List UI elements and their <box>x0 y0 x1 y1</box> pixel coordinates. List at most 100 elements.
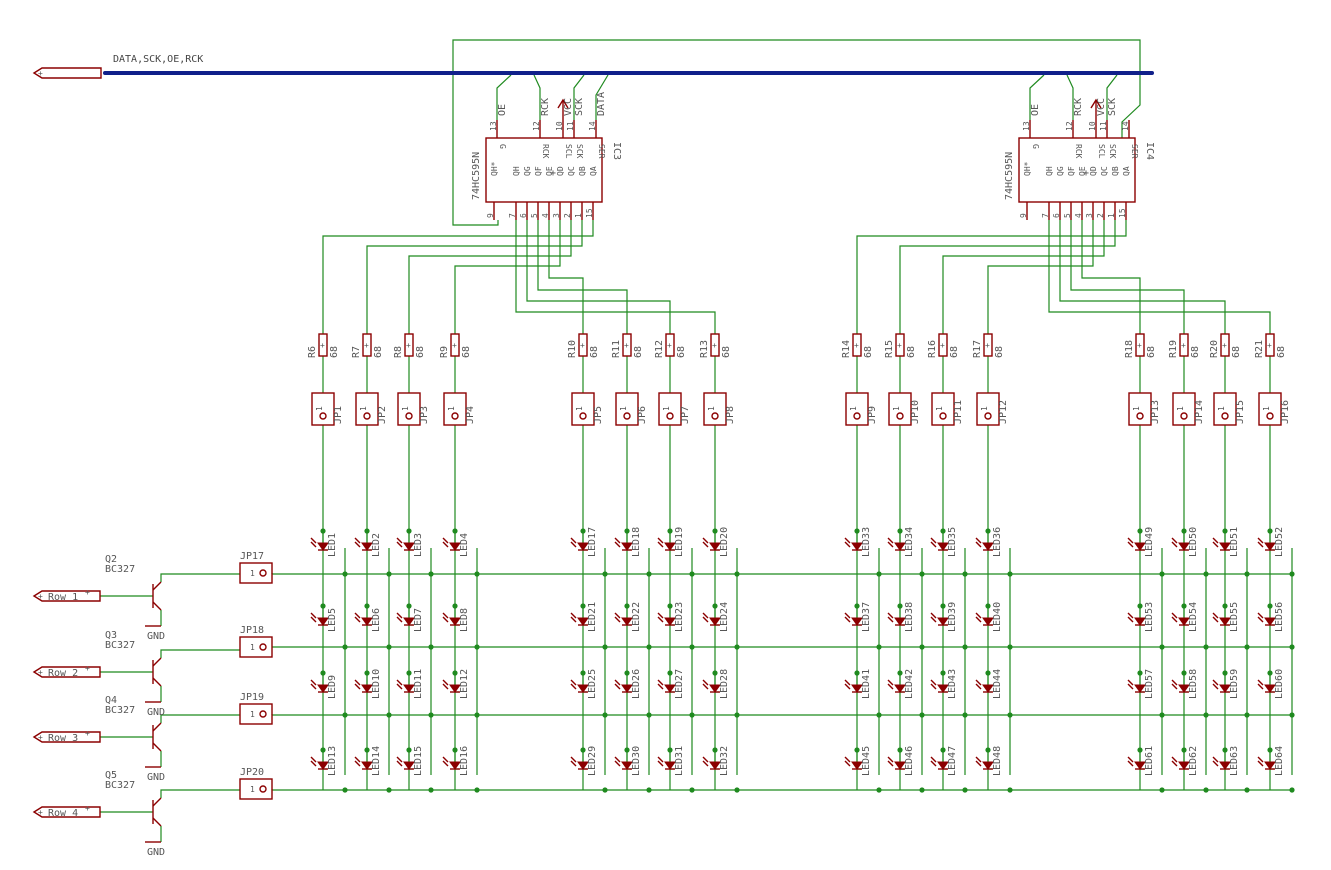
led-ray <box>570 683 577 690</box>
junction-dot <box>1159 787 1165 793</box>
led-ray <box>614 760 621 767</box>
junction-dot <box>452 528 458 534</box>
ic-pin-name: SER <box>1130 144 1139 159</box>
ic-pin-name: QG <box>523 166 532 176</box>
led-symbol <box>894 761 906 770</box>
ic-body <box>1018 137 1136 203</box>
ic-pin-name: QG <box>1056 166 1065 176</box>
junction-dot <box>364 670 370 676</box>
row-input-connector <box>32 731 101 743</box>
row-input-connector <box>32 806 101 818</box>
ic-pin-number: 2 <box>1096 213 1105 218</box>
led-ray <box>1171 612 1178 619</box>
led-ray <box>887 756 894 763</box>
ic-pin-number: 12 <box>532 121 541 131</box>
resistor <box>938 333 948 357</box>
junction-dot <box>1007 571 1013 577</box>
led-ray <box>1212 756 1219 763</box>
ic-pin-number: 13 <box>1022 121 1031 131</box>
led-symbol <box>894 542 906 551</box>
led-name: LED63 <box>1229 746 1240 776</box>
ic-pin-number: 12 <box>1065 121 1074 131</box>
row-input-label: Row 3 <box>48 733 78 744</box>
column-drive-wire <box>1048 220 1271 334</box>
junction-dot <box>876 644 882 650</box>
led-ray <box>396 612 403 619</box>
column-jumper <box>615 392 639 426</box>
junction-dot <box>602 787 608 793</box>
jumper-pad <box>1180 412 1188 420</box>
led-ray <box>1212 616 1219 623</box>
ic-pin-name: QB <box>578 166 587 176</box>
led-name: LED38 <box>904 602 915 632</box>
column-jumper <box>703 392 727 426</box>
led-ray <box>614 679 621 686</box>
led-name: LED58 <box>1188 669 1199 699</box>
resistor-mark: + <box>897 341 902 350</box>
junction-dot <box>919 712 925 718</box>
led-ray <box>657 679 664 686</box>
transistor-name: Q5 <box>105 770 117 781</box>
ic-pin-name: QC <box>567 166 576 176</box>
led-name: LED57 <box>1144 669 1155 699</box>
led-name: LED30 <box>631 746 642 776</box>
led-symbol <box>1134 684 1146 693</box>
resistor-name: R10 <box>567 340 578 358</box>
ic-net-label: OE <box>1030 104 1041 116</box>
led-ray <box>657 756 664 763</box>
symbol-layer <box>32 67 1282 843</box>
column-drive-wire <box>899 220 1116 334</box>
led-symbol <box>403 542 415 551</box>
led-ray <box>844 612 851 619</box>
junction-dot <box>428 787 434 793</box>
led-name: LED23 <box>674 602 685 632</box>
led-ray <box>1171 679 1178 686</box>
resistor <box>710 333 720 357</box>
column-jumper-name: JP14 <box>1194 400 1205 424</box>
row-input-sign: + <box>38 592 43 601</box>
led-name: LED39 <box>947 602 958 632</box>
junction-dot <box>386 644 392 650</box>
led-ray <box>614 616 621 623</box>
transistor-part: BC327 <box>105 705 135 716</box>
junction-dot <box>320 747 326 753</box>
resistor-name: R13 <box>699 340 710 358</box>
led-symbol <box>449 542 461 551</box>
jumper-pad <box>666 412 674 420</box>
junction-dot <box>1181 670 1187 676</box>
junction-dot <box>734 712 740 718</box>
led-name: LED41 <box>861 669 872 699</box>
row-jumper-name: JP19 <box>240 692 264 703</box>
junction-dot <box>580 603 586 609</box>
led-name: LED48 <box>992 746 1003 776</box>
led-name: LED32 <box>719 746 730 776</box>
row-input-sign: + <box>85 729 90 738</box>
led-ray <box>887 760 894 767</box>
resistor <box>578 333 588 357</box>
junction-dot <box>428 644 434 650</box>
led-ray <box>442 756 449 763</box>
column-jumper-name: JP5 <box>593 406 604 424</box>
transistor-emitter <box>152 677 162 687</box>
led-name: LED52 <box>1274 527 1285 557</box>
transistor-to-jumper <box>160 573 240 582</box>
transistor-emitter <box>152 742 162 752</box>
junction-dot <box>1159 712 1165 718</box>
ic-pin-name: QB <box>1111 166 1120 176</box>
led-name: LED18 <box>631 527 642 557</box>
bus-tap <box>1029 74 1045 120</box>
resistor <box>1179 333 1189 357</box>
led-ray <box>614 541 621 548</box>
junction-dot <box>1267 603 1273 609</box>
resistor <box>665 333 675 357</box>
led-name: LED59 <box>1229 669 1240 699</box>
junction-dot <box>876 712 882 718</box>
jumper-pin-number: 1 <box>662 406 671 411</box>
resistor-mark: + <box>1181 341 1186 350</box>
junction-dot <box>1289 644 1295 650</box>
junction-dot <box>734 571 740 577</box>
jumper-pin-number: 1 <box>250 569 255 578</box>
led-name: LED22 <box>631 602 642 632</box>
led-name: LED36 <box>992 527 1003 557</box>
led-name: LED47 <box>947 746 958 776</box>
